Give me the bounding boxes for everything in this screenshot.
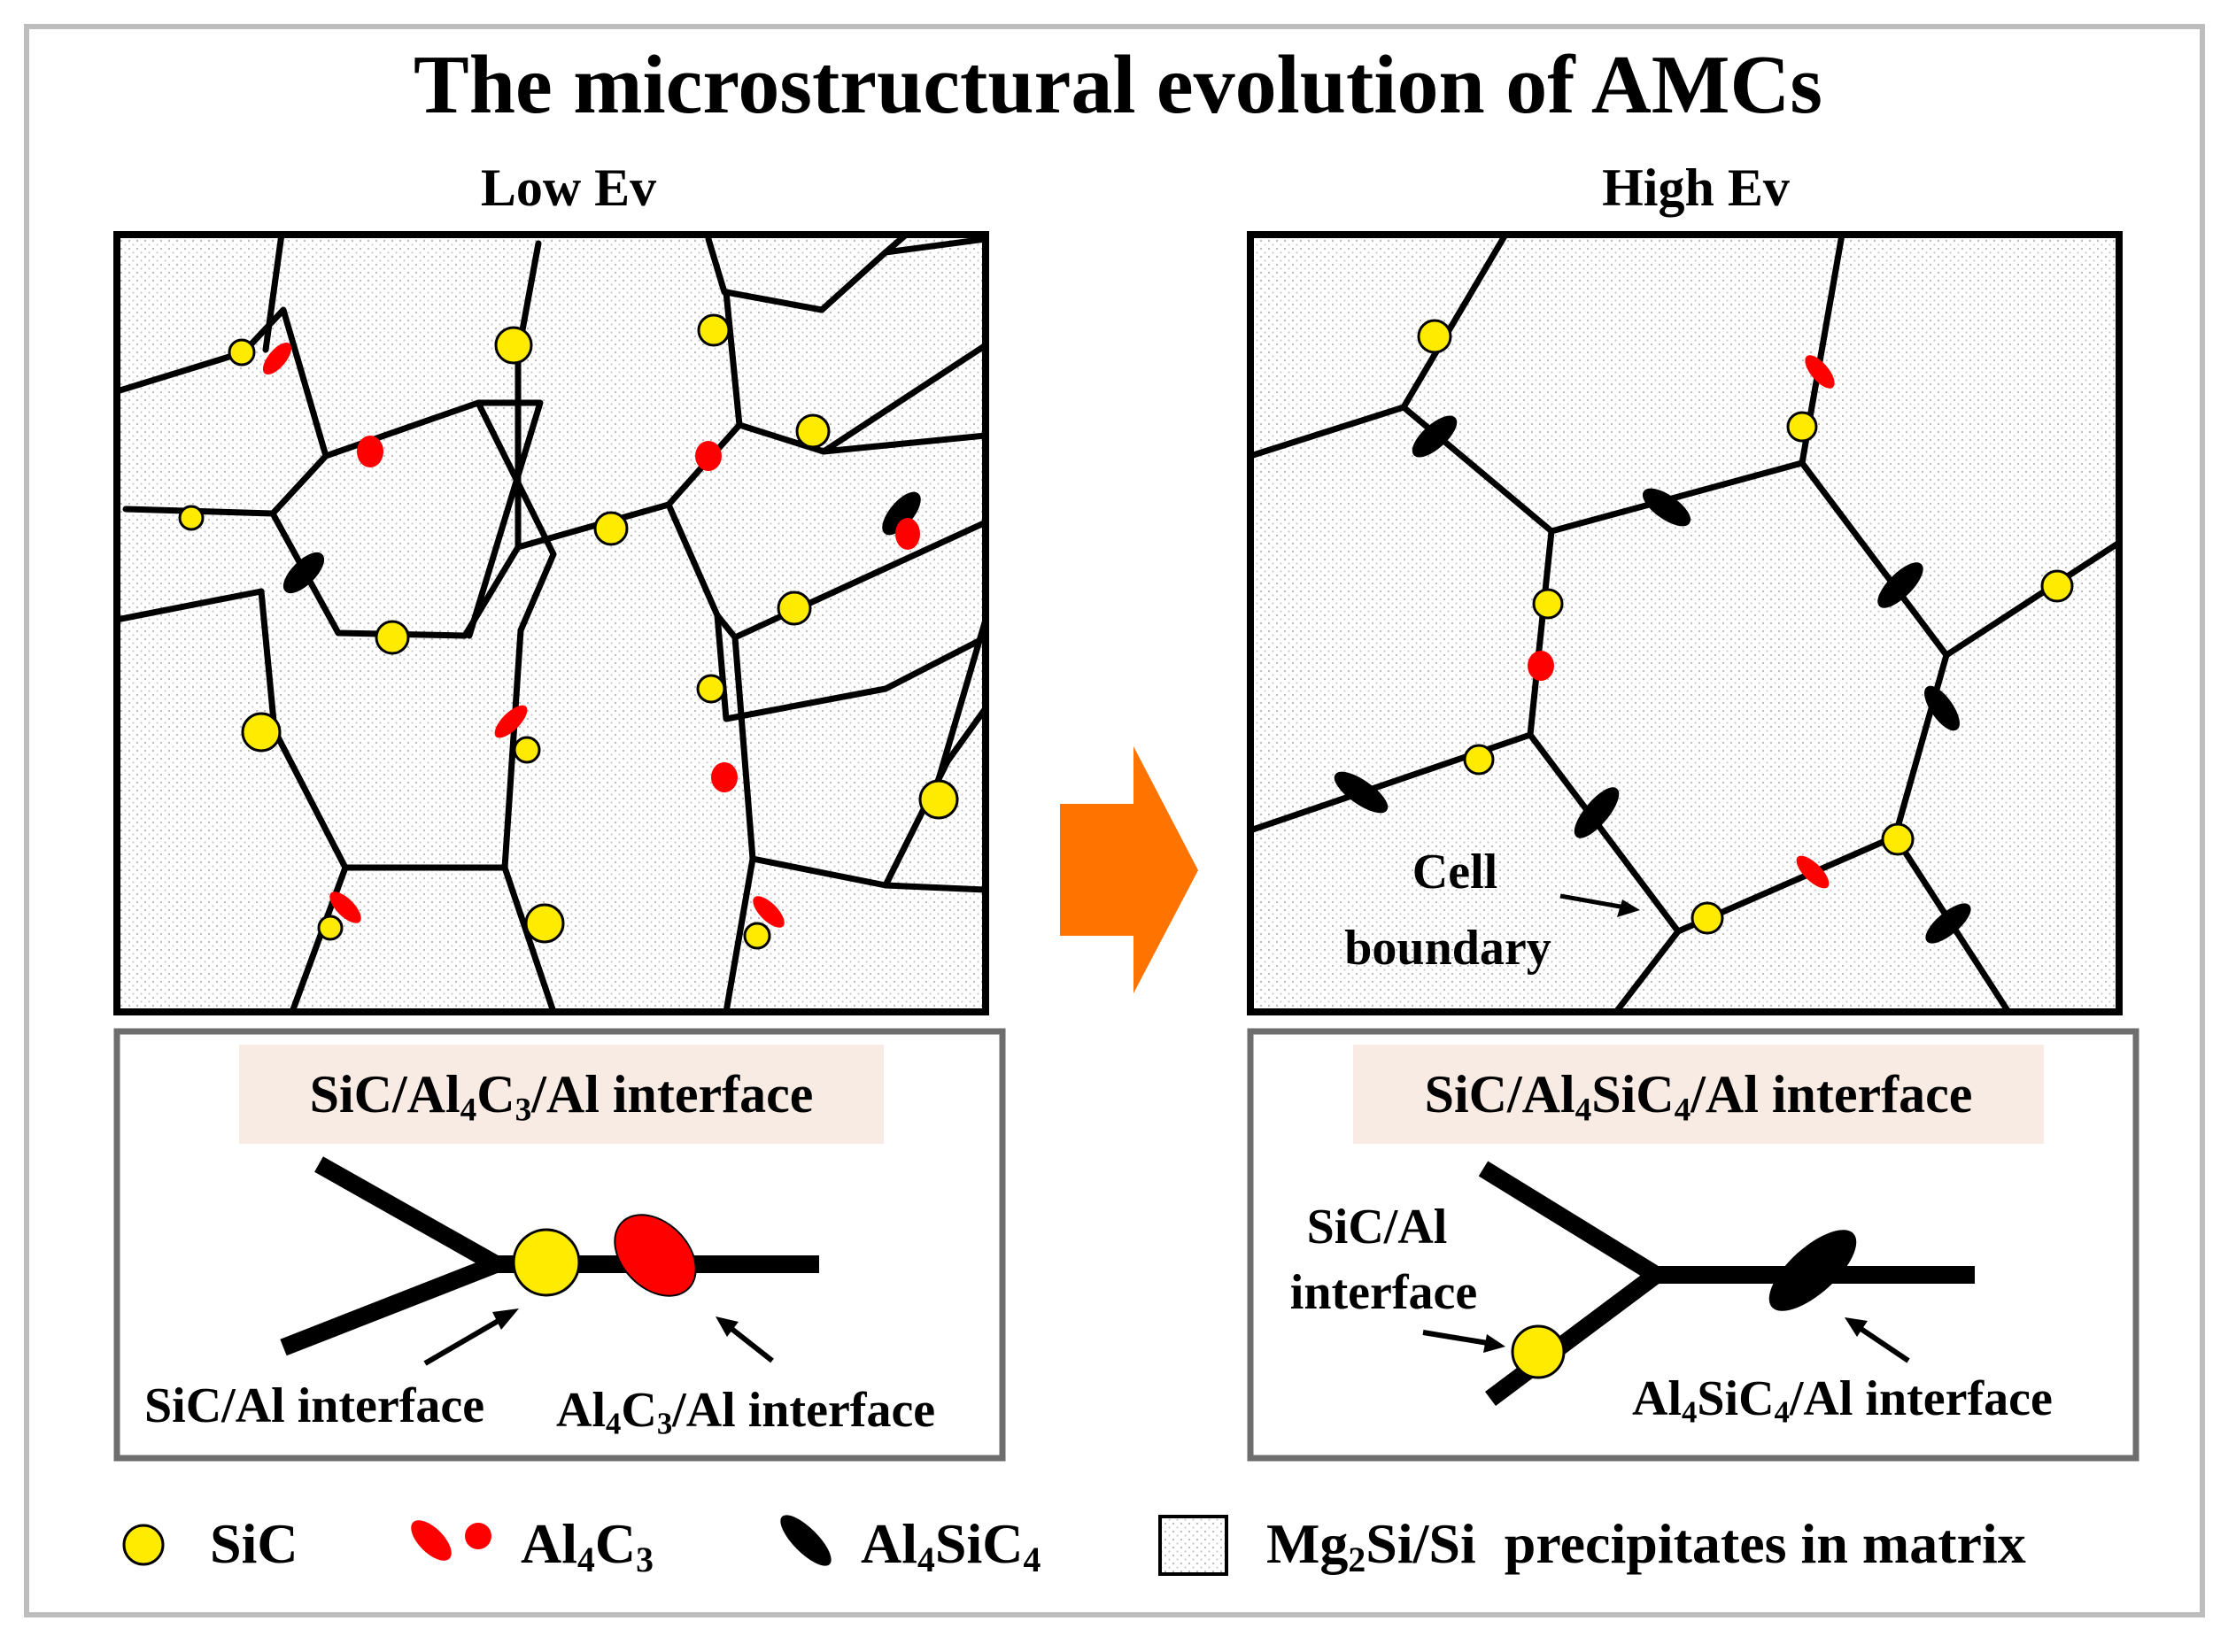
high-ev-al4sic4-interface-label: Al4SiC4/Al interface <box>1632 1371 2053 1430</box>
low-ev-interface-banner: SiC/Al4C3/Al interface <box>239 1045 884 1144</box>
low-ev-microstructure-panel <box>113 231 989 1015</box>
low-ev-label: Low Ev <box>480 158 657 217</box>
low-ev-sic-al-interface-label: SiC/Al interface <box>144 1378 485 1433</box>
legend-matrix-label: Mg2Si/Si precipitates in matrix <box>1266 1512 2026 1579</box>
legend-sic-label: SiC <box>210 1512 298 1575</box>
low-ev-al4c3-interface-label: Al4C3/Al interface <box>556 1383 936 1441</box>
high-ev-sic-al-label-line2: interface <box>1289 1265 1478 1320</box>
evolution-arrow <box>1060 746 1198 993</box>
cell-boundary-label-line2: boundary <box>1344 921 1551 976</box>
legend-al4sic4-symbol <box>780 1515 832 1566</box>
cell-boundary-pointer <box>1559 893 1640 917</box>
high-ev-microstructure-panel <box>1247 231 2123 1015</box>
low-ev-particles <box>178 313 959 950</box>
legend-al4sic4-label: Al4SiC4 <box>861 1512 1041 1579</box>
high-ev-label: High Ev <box>1602 158 1790 217</box>
figure-title: The microstructural evolution of AMCs <box>414 39 1822 131</box>
high-ev-particles <box>1334 319 2074 944</box>
high-ev-interface-banner: SiC/Al4SiC4/Al interface <box>1353 1045 2044 1144</box>
high-ev-sic-al-label-line1: SiC/Al <box>1306 1200 1448 1254</box>
cell-boundary-label-line1: Cell <box>1412 845 1498 899</box>
legend-al4c3-symbol <box>411 1520 452 1561</box>
legend-al4c3-label: Al4C3 <box>521 1512 654 1579</box>
legend-symbols <box>122 1515 1228 1576</box>
legend-matrix-symbol <box>1158 1515 1228 1576</box>
legend-sic-symbol <box>122 1524 165 1566</box>
